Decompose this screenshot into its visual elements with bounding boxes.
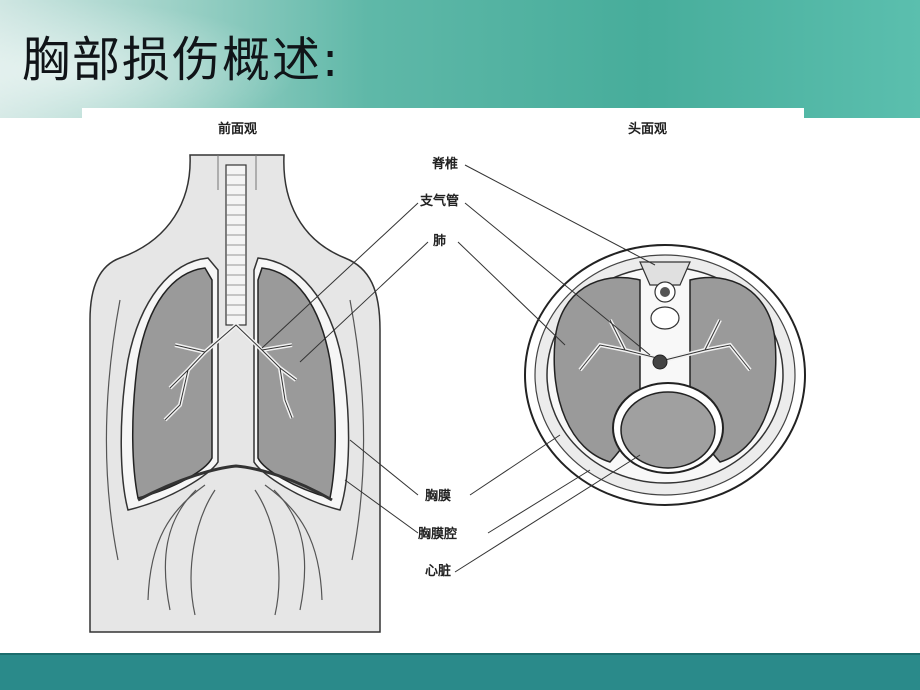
top-view: [524, 244, 806, 506]
label-bronchus: 支气管: [419, 193, 459, 209]
footer-band: [0, 655, 920, 690]
ribs-front: [105, 299, 365, 616]
leader-lines: [261, 164, 656, 573]
label-pleura: 胸膜: [425, 488, 451, 504]
diaphragm: [137, 464, 333, 502]
heart-top: [620, 391, 716, 469]
label-spine: 脊椎: [431, 156, 458, 172]
top-view-title: 头面观: [628, 121, 667, 137]
label-pleural-cavity: 胸膜腔: [418, 526, 457, 542]
header-decoration: [0, 0, 300, 118]
front-view: [89, 154, 381, 633]
label-lung: 肺: [433, 233, 446, 249]
label-heart: 心脏: [425, 563, 451, 579]
spine-top: [639, 261, 691, 330]
front-view-title: 前面观: [218, 121, 257, 137]
slide-title: 胸部损伤概述:: [22, 32, 341, 88]
footer-line: [0, 653, 920, 655]
trachea: [225, 164, 247, 326]
torso-outline: [89, 154, 381, 633]
